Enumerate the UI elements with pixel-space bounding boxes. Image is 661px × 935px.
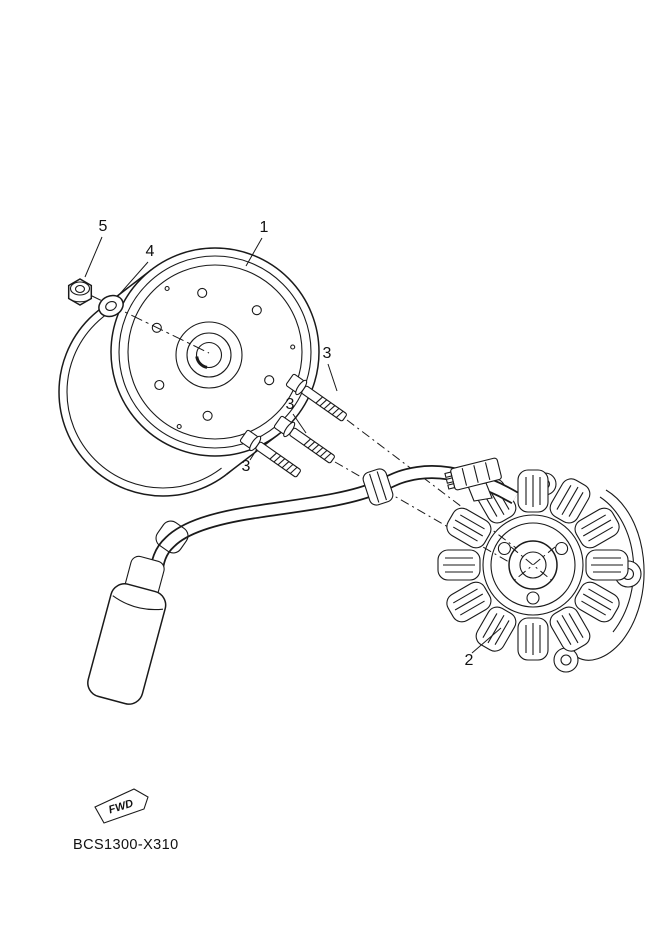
stator-assembly (437, 469, 645, 673)
harness-connector (444, 457, 502, 502)
callouts: 1 2 3 3 3 4 5 (99, 218, 474, 669)
callout-2: 2 (465, 652, 474, 669)
stator-coil (517, 617, 549, 661)
rotor-hub (175, 321, 243, 389)
stator-coil (517, 469, 549, 513)
fwd-marker: FWD (94, 788, 149, 824)
stator-coil (437, 549, 481, 581)
rotor-rivets (151, 285, 296, 430)
washer (98, 294, 124, 318)
stator-center-plate (497, 540, 569, 605)
callout-3a: 3 (323, 345, 332, 362)
stator-bracket-inner-edge (599, 496, 635, 633)
stator-bracket (576, 489, 645, 661)
callout-1: 1 (260, 219, 269, 236)
harness-tube-fill (150, 466, 518, 577)
harness-grommet (362, 468, 394, 506)
callout-4: 4 (146, 243, 155, 260)
callout-5: 5 (99, 218, 108, 235)
rotor-flywheel (58, 247, 320, 497)
leader-lines (84, 236, 502, 654)
harness-boot (87, 555, 167, 705)
callout-3b: 3 (286, 396, 295, 413)
harness-clamp (155, 520, 189, 554)
stator-coil (585, 549, 629, 581)
callout-3c: 3 (242, 458, 251, 475)
wire-harness (87, 457, 519, 705)
rotor-axis-line (89, 294, 210, 354)
part-code: BCS1300-X310 (73, 837, 179, 853)
flange-nut (67, 278, 93, 306)
